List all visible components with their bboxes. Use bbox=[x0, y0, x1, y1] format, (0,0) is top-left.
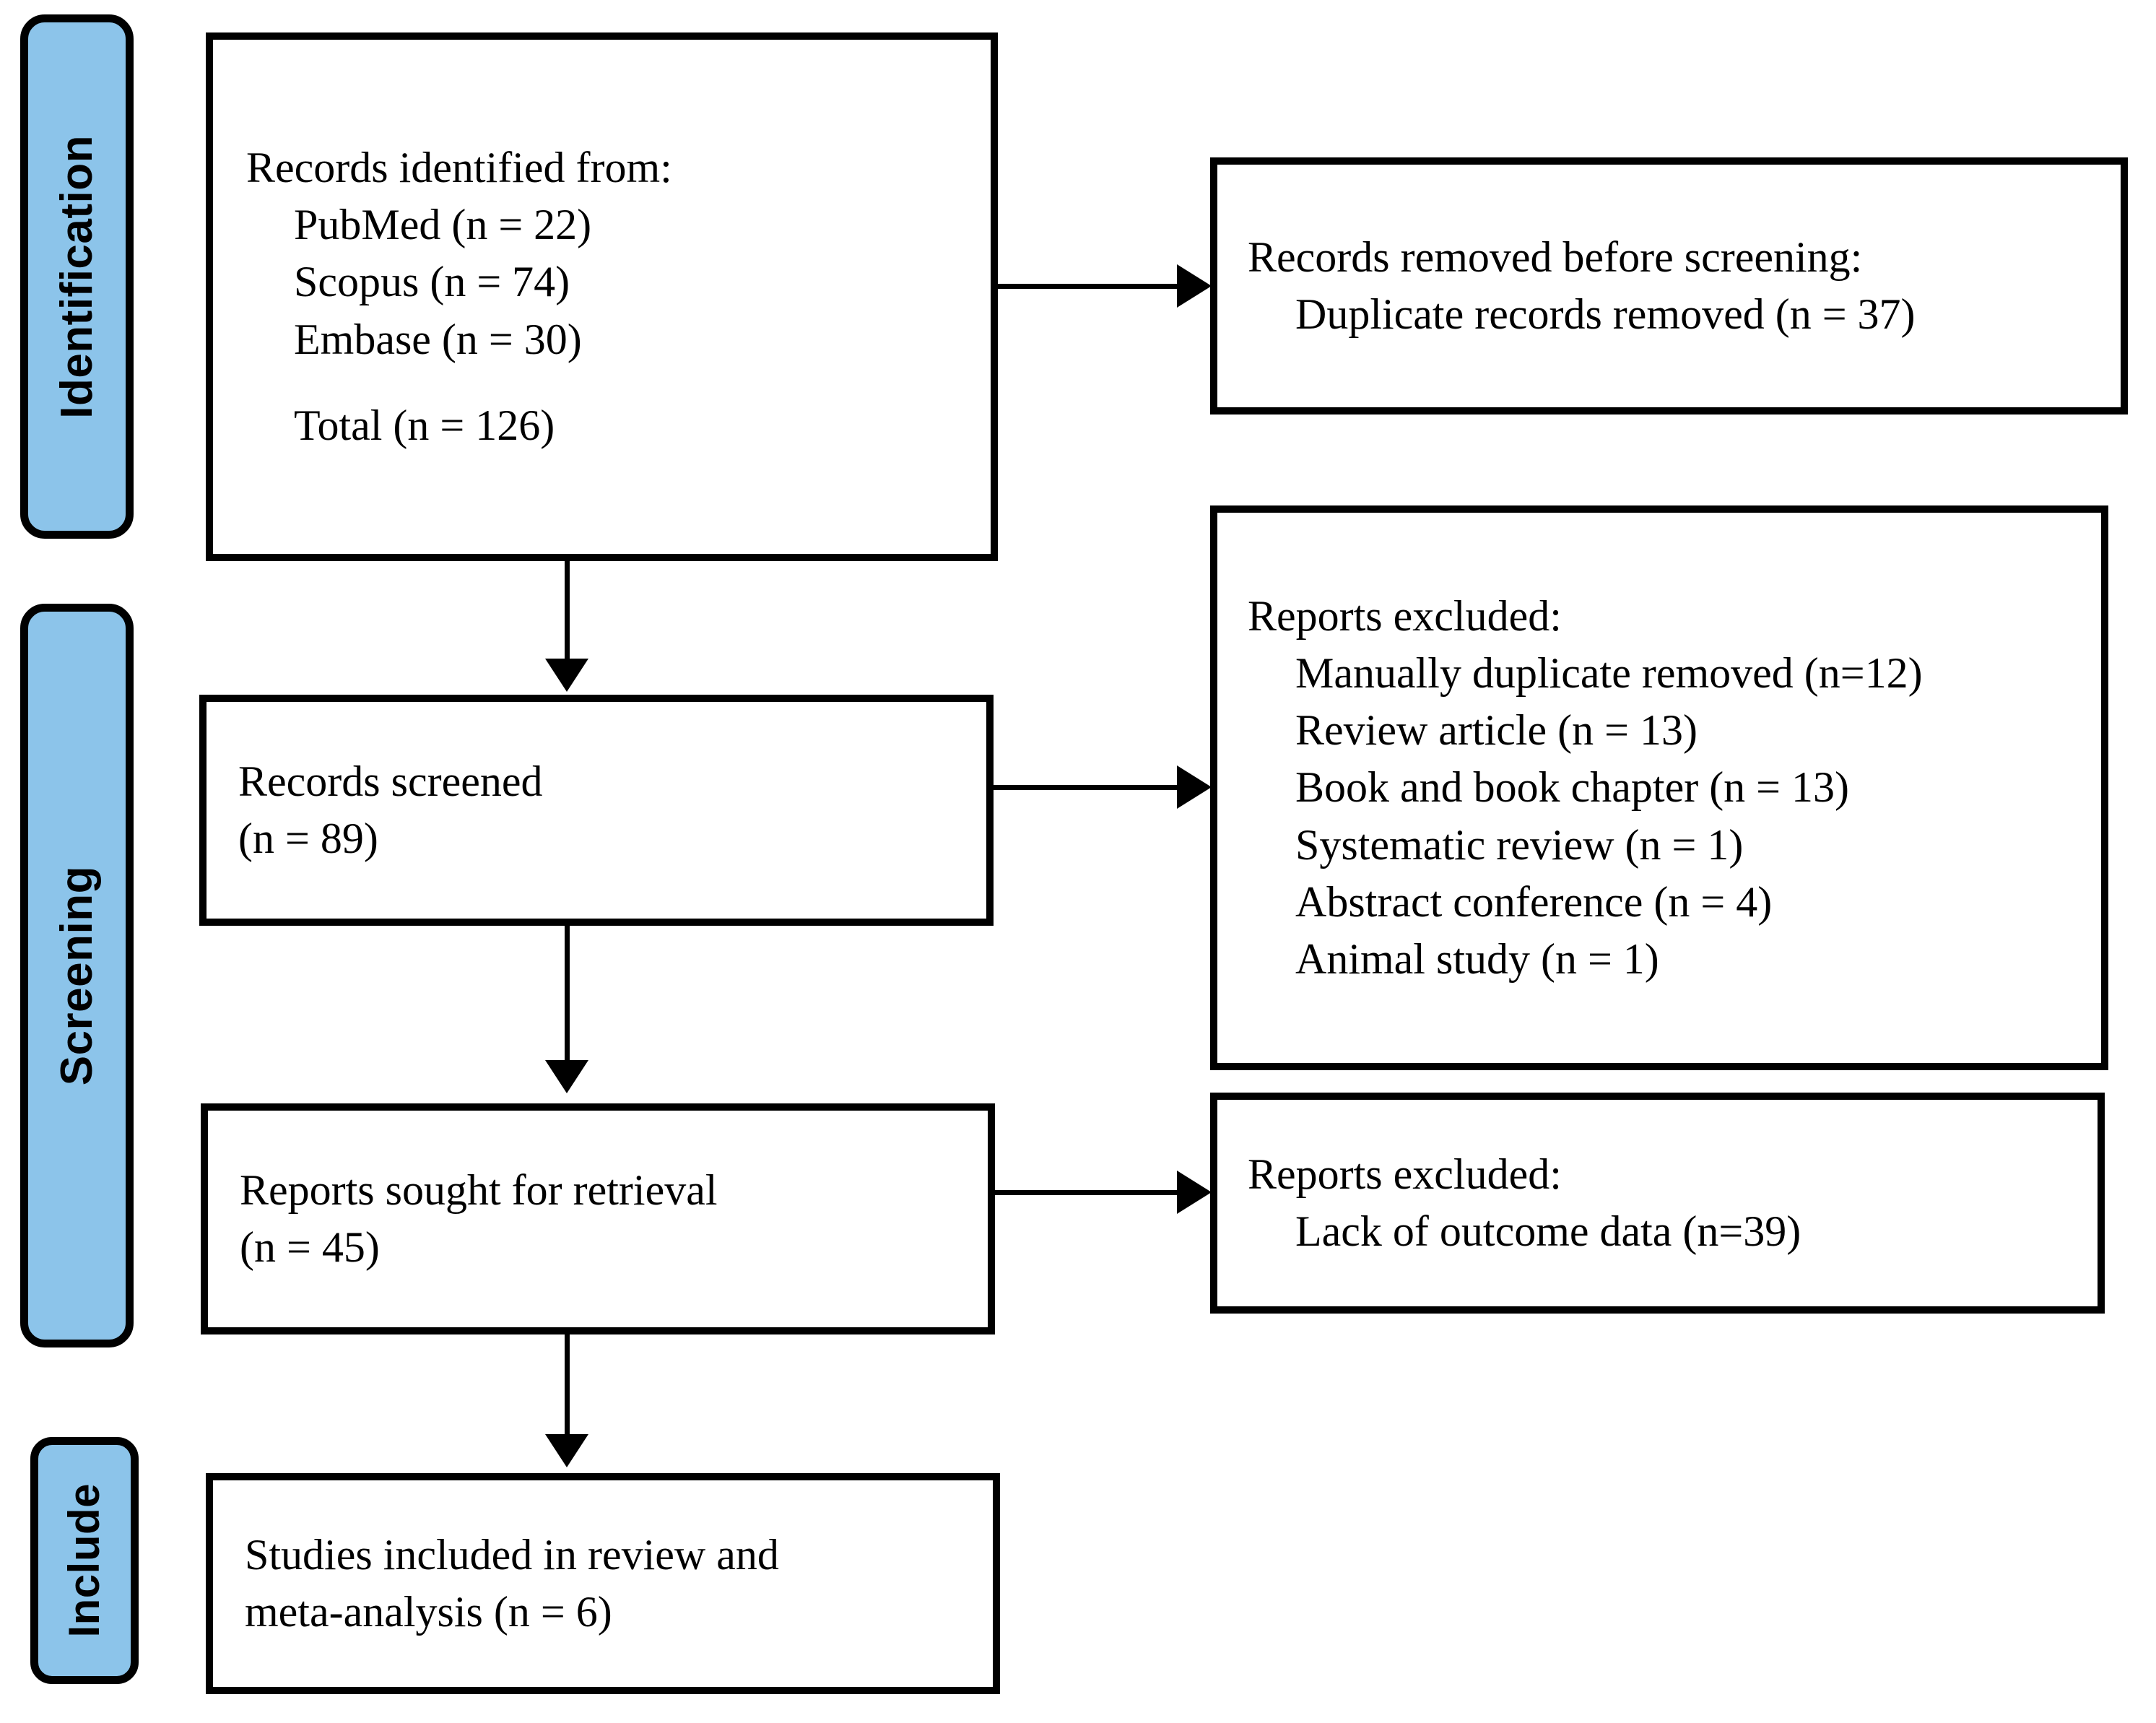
box-line: Records removed before screening: bbox=[1248, 233, 1863, 281]
box-studies-included: Studies included in review and meta-anal… bbox=[206, 1473, 1000, 1694]
stage-pill-identification: Identification bbox=[20, 14, 134, 539]
stage-pill-screening: Screening bbox=[20, 604, 134, 1347]
box-line: Records screened bbox=[238, 757, 543, 805]
box-reports-excluded-retrieval: Reports excluded: Lack of outcome data (… bbox=[1210, 1093, 2105, 1314]
arrowhead-screened-to-excluded bbox=[1177, 765, 1212, 809]
connector-identified-to-removed bbox=[998, 284, 1178, 289]
box-line: Embase (n = 30) bbox=[294, 315, 582, 363]
box-line: Scopus (n = 74) bbox=[294, 258, 570, 306]
box-line: Lack of outcome data (n=39) bbox=[1295, 1207, 1801, 1255]
box-line: Records identified from: bbox=[246, 144, 672, 192]
box-records-identified: Records identified from: PubMed (n = 22)… bbox=[206, 32, 998, 561]
connector-identified-to-screened bbox=[565, 561, 570, 661]
box-line: Review article (n = 13) bbox=[1295, 706, 1698, 755]
box-line: Reports excluded: bbox=[1248, 1150, 1562, 1198]
box-line: Reports sought for retrieval bbox=[240, 1166, 718, 1214]
box-line: Animal study (n = 1) bbox=[1295, 934, 1659, 983]
arrowhead-screened-to-sought bbox=[545, 1060, 588, 1093]
box-line: Systematic review (n = 1) bbox=[1295, 820, 1744, 869]
stage-label-screening: Screening bbox=[51, 865, 102, 1086]
connector-screened-to-sought bbox=[565, 926, 570, 1063]
box-line: Reports excluded: bbox=[1248, 591, 1562, 640]
box-line: (n = 45) bbox=[240, 1223, 380, 1271]
connector-sought-to-excluded bbox=[995, 1190, 1178, 1195]
arrowhead-sought-to-included bbox=[545, 1434, 588, 1467]
box-line: Studies included in review and bbox=[245, 1530, 779, 1579]
box-line: PubMed (n = 22) bbox=[294, 201, 592, 249]
stage-pill-include: Include bbox=[30, 1437, 139, 1684]
box-line: Total (n = 126) bbox=[294, 401, 555, 449]
box-line: meta-analysis (n = 6) bbox=[245, 1588, 612, 1636]
box-line: Book and book chapter (n = 13) bbox=[1295, 763, 1849, 812]
arrowhead-identified-to-removed bbox=[1177, 264, 1212, 308]
stage-label-identification: Identification bbox=[51, 134, 102, 419]
box-records-screened: Records screened (n = 89) bbox=[199, 695, 994, 926]
box-reports-excluded-screening: Reports excluded: Manually duplicate rem… bbox=[1210, 505, 2108, 1070]
arrowhead-sought-to-excluded bbox=[1177, 1171, 1212, 1214]
connector-sought-to-included bbox=[565, 1334, 570, 1437]
box-line: (n = 89) bbox=[238, 815, 378, 862]
arrowhead-identified-to-screened bbox=[545, 659, 588, 692]
box-reports-sought-for-retrieval: Reports sought for retrieval (n = 45) bbox=[201, 1103, 995, 1334]
box-records-removed-before-screening: Records removed before screening: Duplic… bbox=[1210, 157, 2128, 415]
box-line: Manually duplicate removed (n=12) bbox=[1295, 649, 1923, 698]
box-line: Abstract conference (n = 4) bbox=[1295, 877, 1773, 926]
stage-label-include: Include bbox=[60, 1483, 108, 1638]
box-line: Duplicate records removed (n = 37) bbox=[1295, 290, 1916, 338]
connector-screened-to-excluded bbox=[994, 785, 1178, 790]
